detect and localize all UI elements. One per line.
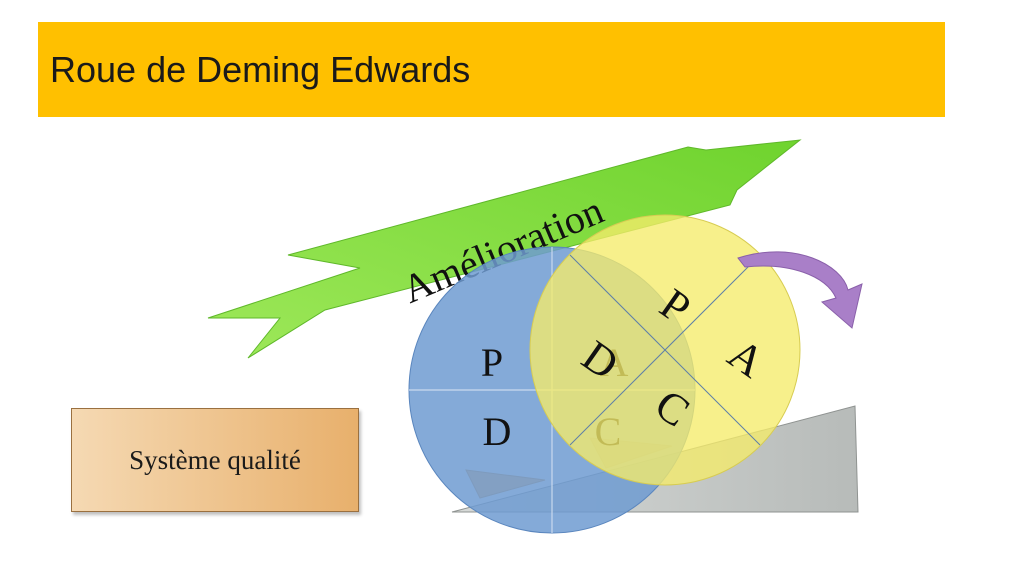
back-letter-d: D xyxy=(483,409,512,454)
curved-arrow-icon xyxy=(737,251,863,329)
improvement-arrow xyxy=(207,139,802,359)
title-bar: Roue de Deming Edwards xyxy=(38,22,945,117)
pdca-wheel-front: P A C D xyxy=(529,214,801,486)
quality-system-label: Système qualité xyxy=(129,444,301,475)
back-letter-p: P xyxy=(481,340,503,385)
quality-system-box: Système qualité xyxy=(71,408,359,512)
page-title: Roue de Deming Edwards xyxy=(50,49,471,90)
